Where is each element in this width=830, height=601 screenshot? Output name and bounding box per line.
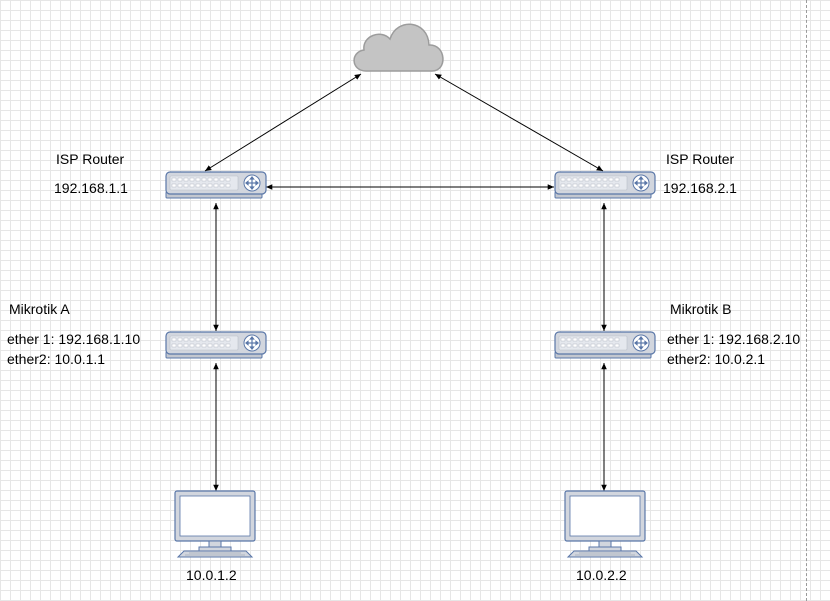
mikrotik-b-ether2: ether2: 10.0.2.1 <box>667 351 766 367</box>
pc-a-ip: 10.0.1.2 <box>186 567 237 583</box>
page-boundary <box>806 0 807 601</box>
isp-router-b-title: ISP Router <box>666 151 735 167</box>
mikrotik-b-ether1: ether 1: 192.168.2.10 <box>667 331 801 347</box>
router-icon <box>554 331 656 359</box>
edge-cloud-isp-b <box>434 73 604 172</box>
mikrotik-a-ether1: ether 1: 192.168.1.10 <box>7 331 141 347</box>
edge-cloud-isp-a <box>204 73 362 172</box>
router-icon <box>165 331 267 359</box>
router-icon <box>554 171 656 199</box>
isp-router-a-title: ISP Router <box>56 151 125 167</box>
mikrotik-a-ether2: ether2: 10.0.1.1 <box>7 351 106 367</box>
cloud-icon <box>353 23 444 72</box>
desktop-pc-icon <box>174 490 256 558</box>
isp-router-b-ip: 192.168.2.1 <box>663 180 737 196</box>
isp-router-a-ip: 192.168.1.1 <box>54 180 128 196</box>
mikrotik-a-title: Mikrotik A <box>9 301 70 317</box>
router-icon <box>165 171 267 199</box>
desktop-pc-icon <box>564 490 646 558</box>
mikrotik-b-title: Mikrotik B <box>670 301 732 317</box>
pc-b-ip: 10.0.2.2 <box>576 567 627 583</box>
